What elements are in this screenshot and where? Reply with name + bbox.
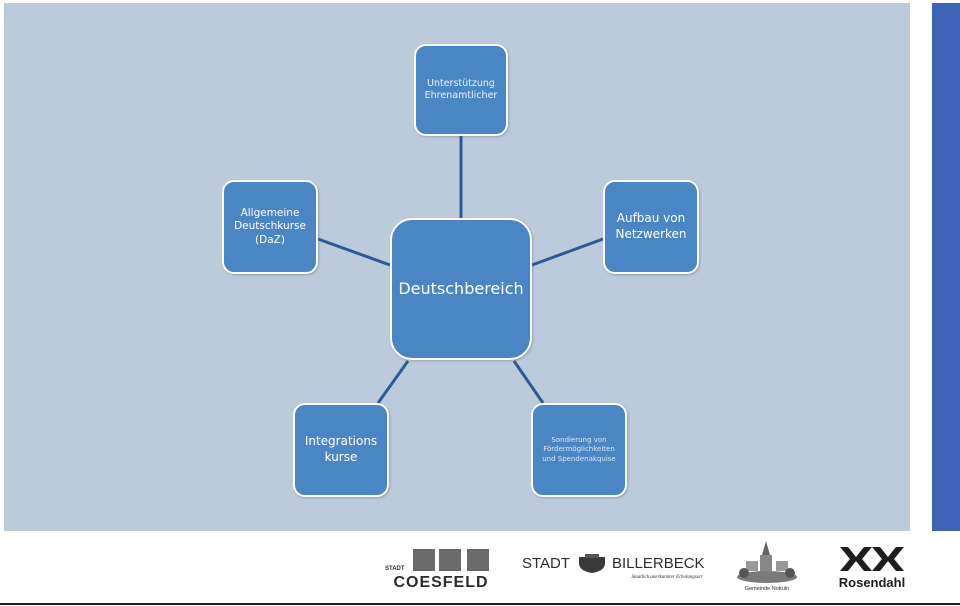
logo-tagline: Staatlich anerkannter Erholungsort bbox=[631, 575, 703, 580]
node-funding-exploration: Sondierung von Fördermöglichkeiten und S… bbox=[531, 403, 627, 497]
node-label: Unterstützung Ehrenamtlicher bbox=[424, 77, 498, 101]
node-label: Allgemeine Deutschkurse (DaZ) bbox=[234, 206, 306, 246]
logo-prefix: STADT bbox=[385, 566, 405, 572]
logo-name: COESFELD bbox=[393, 574, 489, 591]
logo-prefix: STADT bbox=[522, 555, 571, 572]
connector-left bbox=[317, 237, 391, 267]
accent-bar bbox=[932, 3, 960, 531]
connector-bottom-left bbox=[376, 360, 410, 404]
nottuln-logo: Gemeinde Nottuln bbox=[732, 539, 802, 595]
building-icon bbox=[413, 549, 435, 571]
billerbeck-logo: STADT BILLERBECK Staatlich anerkannter E… bbox=[522, 553, 718, 593]
building-icon bbox=[439, 549, 461, 571]
node-label: Sondierung von Fördermöglichkeiten und S… bbox=[542, 436, 616, 463]
node-network-building: Aufbau von Netzwerken bbox=[603, 180, 699, 274]
connector-right bbox=[531, 237, 604, 267]
center-node: Deutschbereich bbox=[390, 218, 532, 360]
node-label: Integrations kurse bbox=[304, 434, 378, 464]
connector-bottom-right bbox=[512, 360, 545, 404]
node-label: Aufbau von Netzwerken bbox=[615, 211, 687, 241]
rosendahl-emblem-icon bbox=[840, 547, 904, 571]
center-node-label: Deutschbereich bbox=[398, 278, 524, 298]
building-icon bbox=[467, 549, 489, 571]
coat-of-arms-icon bbox=[579, 554, 605, 573]
logo-name: Gemeinde Nottuln bbox=[744, 586, 790, 592]
village-icon bbox=[737, 541, 797, 583]
coesfeld-logo: STADT COESFELD bbox=[385, 543, 497, 593]
rosendahl-logo: Rosendahl bbox=[832, 545, 912, 595]
node-integration-courses: Integrations kurse bbox=[293, 403, 389, 497]
logo-name: Rosendahl bbox=[838, 575, 906, 590]
node-support-volunteers: Unterstützung Ehrenamtlicher bbox=[414, 44, 508, 136]
footer-logo-strip: STADT COESFELD STADT BILLERBECK Staatlic… bbox=[0, 531, 960, 606]
logo-name: BILLERBECK bbox=[612, 555, 705, 572]
node-general-german-courses: Allgemeine Deutschkurse (DaZ) bbox=[222, 180, 318, 274]
footer-rule bbox=[0, 603, 960, 605]
